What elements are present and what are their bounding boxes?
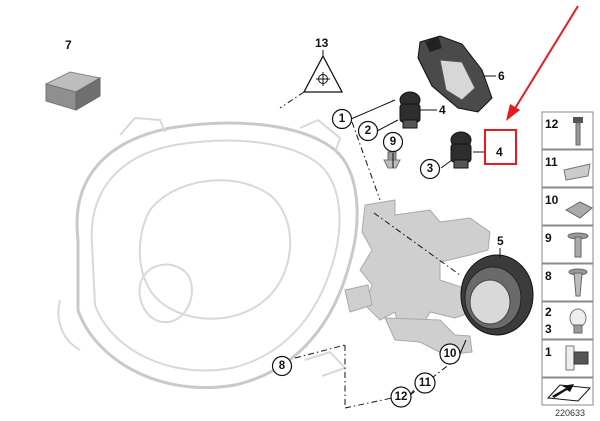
callout-2: 2 xyxy=(357,120,379,142)
legend-row-1: 1 xyxy=(541,339,594,378)
callout-11: 11 xyxy=(414,372,436,394)
svg-text:10: 10 xyxy=(444,348,457,360)
bulb-icon xyxy=(569,308,587,334)
legend-row-12: 12 xyxy=(541,111,594,150)
headlamp-housing xyxy=(57,116,359,390)
svg-text:8: 8 xyxy=(545,269,552,283)
part-4-socket-lower xyxy=(450,131,472,169)
callout-5: 5 xyxy=(497,234,504,248)
legend-row-9: 9 xyxy=(541,225,594,264)
h-bulb-icon xyxy=(565,345,589,371)
callout-12: 12 xyxy=(390,386,412,408)
callout-4-highlighted: 4 xyxy=(496,145,503,159)
screw-icon xyxy=(573,117,583,146)
svg-text:9: 9 xyxy=(545,231,552,245)
callout-6: 6 xyxy=(498,69,505,83)
svg-text:2: 2 xyxy=(545,305,552,319)
clip-icon xyxy=(563,163,591,181)
legend-row-direction xyxy=(541,377,594,406)
svg-text:2: 2 xyxy=(365,125,371,137)
svg-text:12: 12 xyxy=(395,391,408,403)
svg-text:12: 12 xyxy=(545,117,559,131)
svg-text:11: 11 xyxy=(419,377,432,389)
callout-9: 9 xyxy=(382,131,404,153)
callout-3: 3 xyxy=(419,158,441,180)
callout-7: 7 xyxy=(65,38,72,52)
part-5-round-cover xyxy=(460,254,534,336)
part-7-pad xyxy=(44,71,102,111)
highlight-annotation xyxy=(484,5,579,165)
svg-text:1: 1 xyxy=(545,345,552,359)
part-13-warning-label xyxy=(302,54,344,93)
legend-row-10: 10 xyxy=(541,187,594,226)
svg-text:9: 9 xyxy=(390,136,396,148)
callout-1: 1 xyxy=(331,108,353,130)
callout-8: 8 xyxy=(271,355,293,377)
part-6-cover xyxy=(417,35,493,113)
highlight-box xyxy=(484,129,517,165)
expanding-rivet-icon xyxy=(568,268,588,297)
fastener-legend: 12 11 10 9 xyxy=(541,111,594,418)
svg-text:11: 11 xyxy=(545,155,558,169)
callout-4-upper: 4 xyxy=(439,103,446,117)
legend-row-11: 11 xyxy=(541,149,594,188)
svg-text:1: 1 xyxy=(339,113,346,125)
screw-washer-icon xyxy=(567,232,589,258)
nut-icon xyxy=(564,201,593,219)
callout-10: 10 xyxy=(439,343,461,365)
part-9-screw xyxy=(383,151,401,169)
svg-text:3: 3 xyxy=(545,322,552,336)
legend-row-8: 8 xyxy=(541,263,594,302)
part-4-socket-upper xyxy=(399,91,421,129)
svg-text:10: 10 xyxy=(545,193,559,207)
svg-text:3: 3 xyxy=(427,163,433,175)
legend-row-2-3: 2 3 xyxy=(541,301,594,340)
arrow-direction-icon xyxy=(546,384,592,402)
svg-text:8: 8 xyxy=(279,360,286,372)
diagram-number: 220633 xyxy=(555,408,585,418)
callout-13: 13 xyxy=(315,36,329,50)
